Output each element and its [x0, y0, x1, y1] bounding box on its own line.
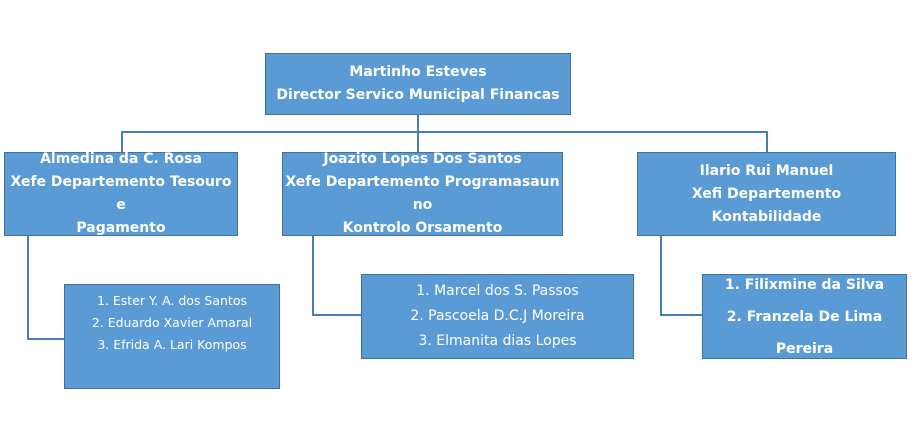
department-box-tesouro: Almedina da C. Rosa Xefe Departemento Te…: [4, 151, 238, 236]
department-head-name: Ilario Rui Manuel: [699, 162, 834, 179]
department-title-line: Xefe Departemento Programasaun no: [285, 174, 560, 213]
staff-item: 2. Franzela De Lima Pereira: [726, 308, 883, 357]
connector-staff2-horizontal: [312, 314, 362, 316]
staff-item: 3. Elmanita dias Lopes: [418, 333, 577, 349]
director-title: Director Servico Municipal Financas: [276, 87, 560, 103]
staff-item: 3. Efrida A. Lari Kompos: [97, 337, 247, 352]
connector-staff1-vertical: [27, 236, 29, 340]
staff-item: 1. Marcel dos S. Passos: [416, 283, 579, 299]
department-title-line: Xefe Departemento Tesouro e: [10, 174, 232, 213]
connector-staff1-horizontal: [27, 338, 65, 340]
staff-box-orsamento: 1. Marcel dos S. Passos 2. Pascoela D.C.…: [361, 274, 634, 359]
staff-box-kontabilidade: 1. Filixmine da Silva 2. Franzela De Lim…: [702, 274, 907, 359]
staff-box-tesouro: 1. Ester Y. A. dos Santos 2. Eduardo Xav…: [64, 284, 280, 389]
staff-item: 2. Eduardo Xavier Amaral: [91, 315, 253, 330]
connector-staff3-horizontal: [660, 314, 703, 316]
connector-horizontal: [121, 131, 768, 133]
department-box-orsamento: Joazito Lopes Dos Santos Xefe Departemen…: [282, 151, 563, 236]
director-box: Martinho Esteves Director Servico Munici…: [265, 53, 571, 115]
staff-item: 2. Pascoela D.C.J Moreira: [410, 308, 585, 324]
connector-staff2-vertical: [312, 236, 314, 316]
connector-staff3-vertical: [660, 236, 662, 316]
department-head-name: Almedina da C. Rosa: [40, 151, 202, 167]
department-title-line: Xefi Departemento Kontabilidade: [691, 185, 842, 225]
department-title-line: Kontrolo Orsamento: [342, 220, 503, 236]
department-head-name: Joazito Lopes Dos Santos: [323, 151, 522, 167]
connector-top-vertical: [417, 114, 419, 132]
director-name: Martinho Esteves: [349, 64, 487, 80]
staff-item: 1. Ester Y. A. dos Santos: [97, 293, 247, 308]
department-box-kontabilidade: Ilario Rui Manuel Xefi Departemento Kont…: [637, 152, 896, 236]
connector-dept3-vertical: [766, 131, 768, 153]
connector-dept1-vertical: [121, 131, 123, 153]
connector-dept2-vertical: [417, 131, 419, 153]
department-title-line: Pagamento: [76, 220, 166, 236]
staff-item: 1. Filixmine da Silva: [724, 276, 885, 293]
